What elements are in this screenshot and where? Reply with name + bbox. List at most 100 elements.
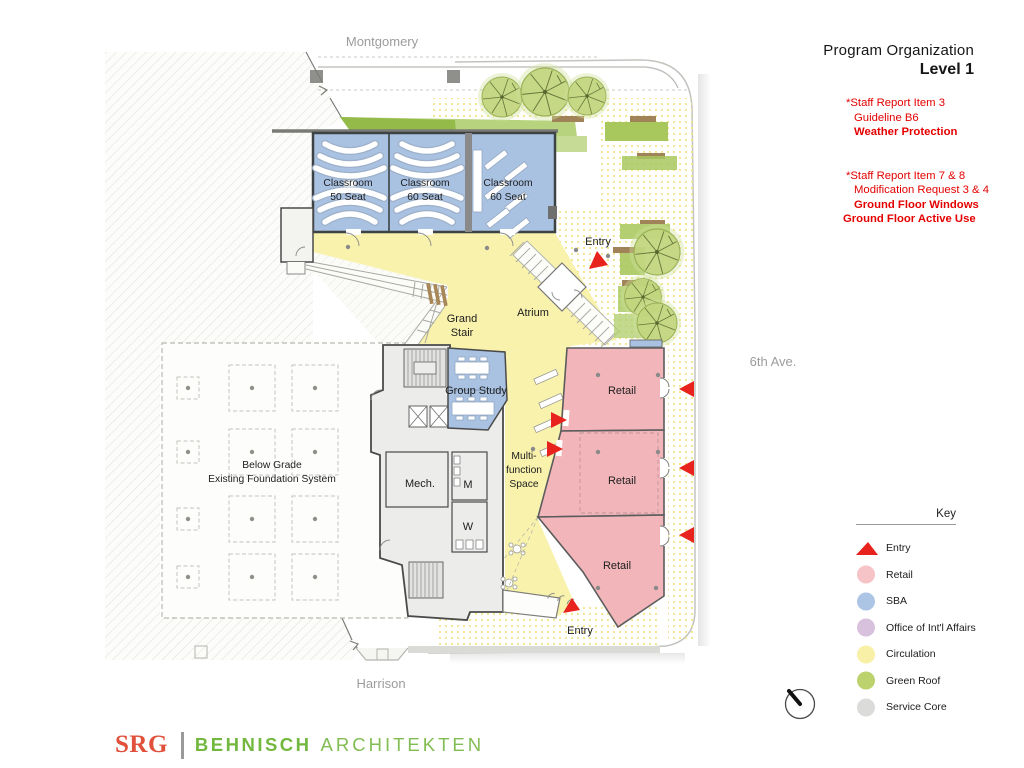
grand-stair-label: Grand: [447, 313, 478, 325]
legend: Key Entry Retail SBA Office of Int'l Aff…: [856, 508, 988, 721]
multifunction-label: Multi-: [511, 451, 536, 462]
classroom-60a-label: Classroom: [400, 178, 449, 189]
entry-arrow-icon: [679, 381, 694, 397]
service-core-swatch-icon: [856, 698, 880, 717]
legend-label: Retail: [886, 568, 913, 581]
street-montgomery: Montgomery: [346, 34, 419, 49]
retail-3: [536, 514, 665, 629]
montgomery-sidewalk: [305, 51, 688, 121]
firm-logo: SRG BEHNISCH ARCHITEKTEN: [115, 731, 484, 759]
legend-rule: [856, 524, 956, 525]
legend-item-entry: Entry: [856, 535, 988, 562]
note-line: Weather Protection: [854, 126, 958, 138]
legend-label: Office of Int'l Affairs: [886, 621, 976, 634]
core-walls: [385, 451, 488, 553]
circulation-swatch-icon: [856, 645, 880, 664]
stairwell-upper: [403, 348, 447, 388]
page-subtitle: Level 1: [919, 61, 974, 78]
entry-bottom-label: Entry: [567, 625, 593, 637]
multifunction-label2: function: [506, 465, 542, 476]
legend-item-retail: Retail: [856, 562, 988, 589]
legend-label: Service Core: [886, 701, 947, 714]
note-block-1: *Staff Report Item 3 Guideline B6 Weathe…: [846, 96, 1006, 140]
tree-icon: [563, 72, 611, 120]
classroom-60b-label2: 60 Seat: [490, 192, 526, 203]
utility-box-icon: [376, 648, 389, 661]
sba-sliver: [629, 339, 663, 348]
north-arrow-icon: [784, 688, 816, 720]
below-grade-area: Below Grade Existing Foundation System: [161, 342, 409, 619]
note-block-2: *Staff Report Item 7 & 8 Modification Re…: [843, 169, 1006, 227]
legend-item-green-roof: Green Roof: [856, 668, 988, 695]
group-study-tables: [451, 356, 495, 421]
utility-box-icon: [310, 70, 323, 83]
architekten-logo: ARCHITEKTEN: [320, 734, 485, 755]
retail-swatch-icon: [856, 565, 880, 584]
classroom-doors: [345, 229, 515, 247]
legend-item-intl-affairs: Office of Int'l Affairs: [856, 615, 988, 642]
street-6th-ave: 6th Ave.: [750, 354, 797, 369]
note-line: Ground Floor Active Use: [843, 213, 976, 225]
tree-icon: [628, 223, 686, 281]
atrium-label: Atrium: [517, 307, 549, 319]
note-line: *Staff Report Item 7 & 8: [846, 169, 966, 182]
multifunction-label3: Space: [509, 479, 538, 490]
retail-1-label: Retail: [608, 385, 636, 397]
south-vestibule: [502, 589, 575, 619]
title-block: Program Organization Level 1: [810, 42, 974, 79]
legend-title: Key: [936, 508, 956, 520]
mens-label: M: [463, 479, 472, 491]
logo-divider: [180, 731, 184, 759]
mech-label: Mech.: [405, 478, 435, 490]
group-study-room: Group Study: [445, 347, 508, 431]
below-grade-label: Below Grade: [242, 460, 302, 471]
womens-label: W: [463, 521, 474, 533]
sba-swatch-icon: [856, 592, 880, 611]
classroom-60a-label2: 60 Seat: [407, 192, 443, 203]
note-line: Modification Request 3 & 4: [854, 184, 990, 196]
intl-affairs-swatch-icon: [856, 618, 880, 637]
note-line: Ground Floor Windows: [854, 198, 979, 211]
entry-arrow-icon: [547, 441, 563, 457]
grand-stair: [305, 259, 448, 353]
legend-label: Circulation: [886, 648, 936, 661]
entry-markers: [547, 251, 694, 613]
street-harrison: Harrison: [356, 676, 405, 691]
atrium-entry-stair: [509, 240, 620, 348]
legend-label: Entry: [886, 542, 911, 555]
stairwell-lower: [408, 561, 444, 599]
entry-arrow-icon: [551, 412, 567, 428]
staff-report-notes: *Staff Report Item 3 Guideline B6 Weathe…: [843, 96, 1006, 227]
entry-triangle-icon: [856, 541, 880, 556]
elevators: [408, 405, 449, 428]
grand-stair-label2: Stair: [451, 327, 474, 339]
entry-arrow-icon: [679, 527, 694, 543]
utility-box-icon: [194, 645, 208, 659]
legend-item-service-core: Service Core: [856, 694, 988, 721]
retail-rooms: Retail Retail Retail: [536, 339, 670, 629]
page-title: Program Organization: [823, 42, 974, 59]
harrison-sidewalk: [194, 617, 660, 661]
round-table-icon: [508, 542, 526, 556]
plan-dots: [345, 244, 611, 452]
behnisch-logo: BEHNISCH: [194, 734, 312, 755]
retail-2-label: Retail: [608, 475, 636, 487]
note-line: *Staff Report Item 3: [846, 97, 946, 109]
group-study-label: Group Study: [445, 385, 507, 397]
retail-doors: [555, 377, 670, 547]
grand-stair-steps: [426, 282, 448, 307]
foundation-footings: [176, 364, 339, 601]
classroom-50-label2: 50 Seat: [330, 192, 366, 203]
restroom-fixtures: [453, 455, 484, 550]
legend-item-circulation: Circulation: [856, 641, 988, 668]
column-dots: [595, 372, 661, 591]
green-roof-swatch-icon: [856, 671, 880, 690]
ramp-dashes: [502, 516, 539, 601]
entry-arrow-icon: [563, 598, 580, 613]
foundation-footing-dots: [185, 385, 318, 580]
legend-item-sba: SBA: [856, 588, 988, 615]
west-vestibule: [280, 207, 314, 275]
round-table-icon: [500, 576, 518, 590]
